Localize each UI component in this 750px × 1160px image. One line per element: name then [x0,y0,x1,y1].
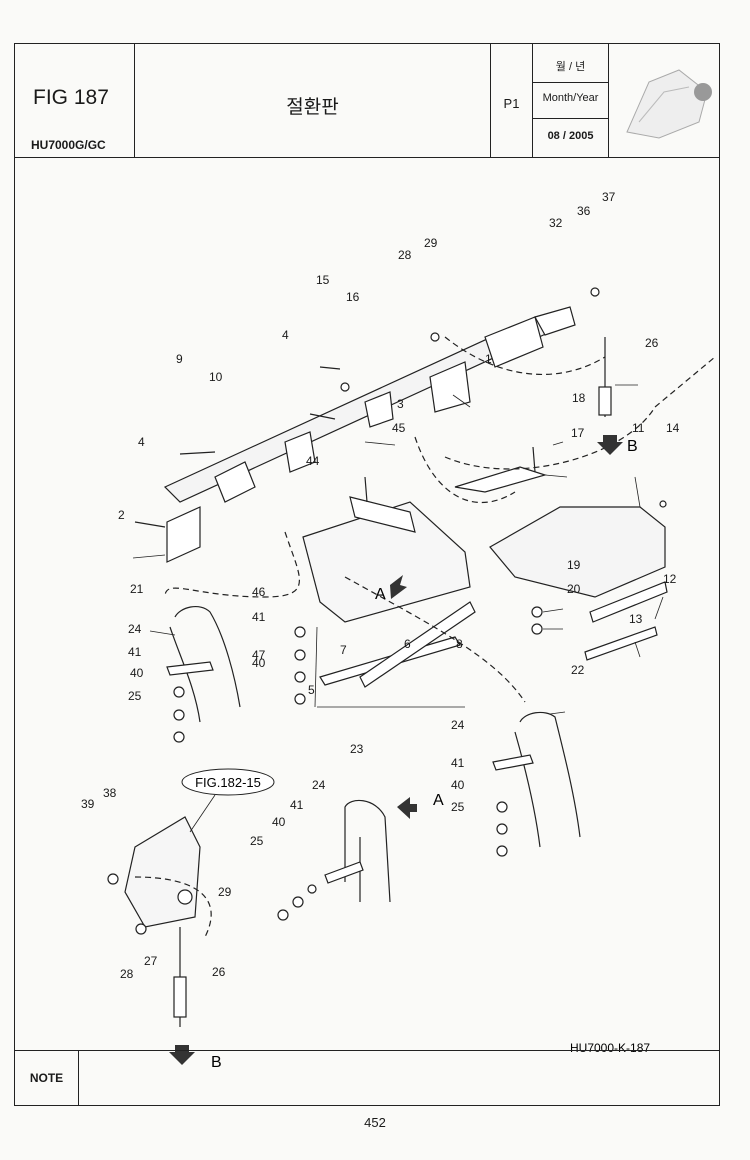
callout-22: 22 [571,663,585,677]
callout-11: 11 [632,421,645,435]
callout-25: 25 [451,800,465,814]
callout-26: 26 [645,336,659,350]
callout-25: 25 [128,689,142,703]
callout-38: 38 [103,786,117,800]
catalog-frame: FIG 187 HU7000G/GC 절환판 P1 월 / 년 Month/Ye… [14,43,720,1106]
page-number: 452 [364,1115,386,1130]
callout-19: 19 [567,558,581,572]
callout-27: 27 [144,954,158,968]
callout-32: 32 [549,216,563,230]
arrow-b-label: B [627,438,638,455]
callout-4: 4 [282,328,289,342]
callout-21: 21 [130,582,144,596]
callout-28: 28 [398,248,412,262]
callout-13: 13 [629,612,643,626]
arrow-a-label-2: A [375,586,386,603]
callout-40: 40 [451,778,465,792]
page-cell: P1 [491,44,533,157]
title-cell: 절환판 [135,44,491,157]
callout-47: 47 [252,648,266,662]
date-value: 08 / 2005 [547,130,594,142]
callout-23: 23 [350,742,364,756]
fig-ref-bubble: FIG.182-15 [195,775,261,790]
part-title: 절환판 [286,97,339,118]
note-label: NOTE [15,1051,79,1105]
callout-40: 40 [130,666,144,680]
callout-40: 40 [252,656,266,670]
callout-3: 3 [397,397,404,411]
callout-12: 12 [663,572,677,586]
callout-41: 41 [128,645,142,659]
callout-26: 26 [212,965,226,979]
callout-18: 18 [572,391,586,405]
callout-17: 17 [571,426,585,440]
callout-24: 24 [451,718,465,732]
fig-number: FIG 187 [33,86,109,109]
page-label: P1 [503,96,520,111]
header-bar: FIG 187 HU7000G/GC 절환판 P1 월 / 년 Month/Ye… [15,44,719,158]
callout-25: 25 [250,834,264,848]
callout-36: 36 [577,204,591,218]
callout-20: 20 [567,582,581,596]
drawing-code: HU7000-K-187 [570,1041,650,1055]
date-label-en: Month/Year [542,92,599,104]
callout-9: 9 [176,352,183,366]
callout-41: 41 [290,798,304,812]
callout-10: 10 [209,370,223,384]
callout-8: 8 [456,637,463,651]
exploded-parts-diagram: A A B B FIG.182-15 HU7000-K-187 [107,287,716,1071]
callout-37: 37 [602,190,616,204]
callout-5: 5 [308,683,315,697]
callout-44: 44 [306,454,320,468]
callout-41: 41 [252,610,266,624]
callout-2: 2 [118,508,125,522]
callout-46: 46 [252,585,266,599]
callout-39: 39 [81,797,95,811]
callout-29: 29 [218,885,232,899]
callout-45: 45 [392,421,406,435]
date-cell: 월 / 년 Month/Year 08 / 2005 [533,44,609,157]
callout-16: 16 [346,290,360,304]
model-code: HU7000G/GC [31,138,106,152]
fig-cell: FIG 187 HU7000G/GC [15,44,135,157]
callout-41: 41 [451,756,465,770]
callout-24: 24 [312,778,326,792]
callout-28: 28 [120,967,134,981]
note-row: NOTE [15,1050,719,1105]
machine-thumbnail-icon [626,69,712,139]
callout-6: 6 [404,637,411,651]
callout-40: 40 [272,815,286,829]
callout-1: 1 [485,352,492,366]
callout-4: 4 [138,435,145,449]
callout-7: 7 [340,643,347,657]
callout-14: 14 [666,421,680,435]
callout-15: 15 [316,273,330,287]
arrow-b-label-2: B [211,1054,222,1071]
arrow-a-label: A [433,792,444,809]
callout-29: 29 [424,236,438,250]
date-label-ko: 월 / 년 [555,61,586,73]
callout-24: 24 [128,622,142,636]
